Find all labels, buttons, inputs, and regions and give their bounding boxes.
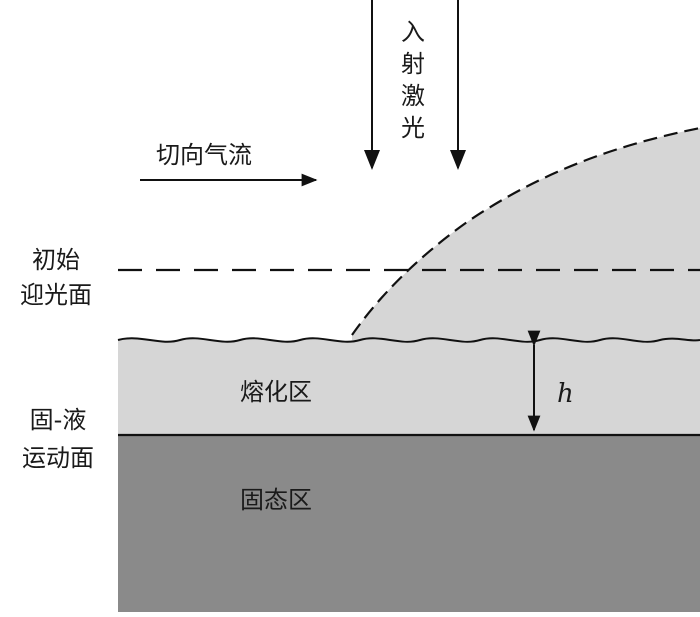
ejected-melt-region: [352, 128, 700, 340]
solid-zone-region: [118, 435, 700, 612]
initial-front-label-line2: 迎光面: [20, 281, 92, 309]
incident-laser-char-4: 光: [401, 114, 425, 142]
molten-zone-label: 熔化区: [240, 378, 312, 406]
incident-laser-char-1: 入: [401, 18, 425, 46]
initial-front-label-line1: 初始: [32, 246, 80, 274]
incident-laser-char-2: 射: [401, 50, 425, 78]
liquid-surface-line: [117, 337, 700, 343]
ejected-melt-boundary: [351, 126, 700, 336]
gas-flow-label: 切向气流: [156, 141, 252, 169]
incident-laser-char-3: 激: [401, 82, 425, 110]
solid-zone-label: 固态区: [240, 486, 312, 514]
thickness-symbol: h: [557, 379, 574, 409]
solid-liquid-label-line1: 固-液: [30, 406, 87, 434]
molten-zone-region: [118, 338, 700, 435]
solid-liquid-label-line2: 运动面: [22, 444, 94, 472]
